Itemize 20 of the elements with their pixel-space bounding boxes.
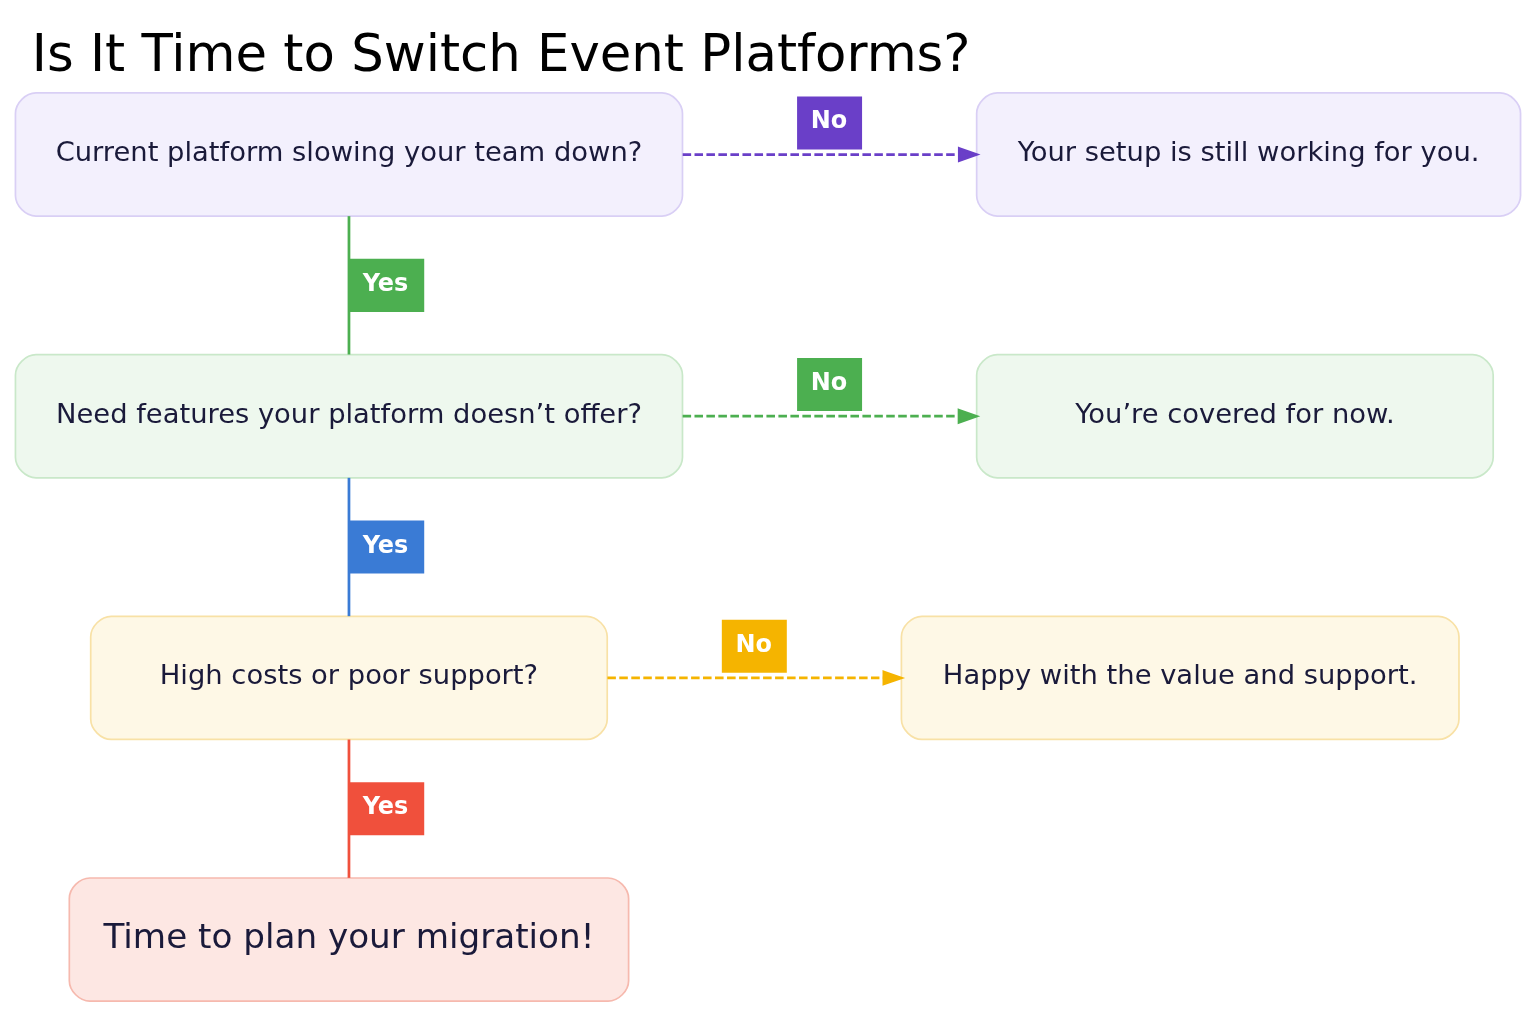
edge-label: Yes <box>362 268 409 297</box>
node-box: Happy with the value and support. <box>900 615 1460 741</box>
connector <box>347 739 351 878</box>
edge-label: No <box>810 106 848 135</box>
node-box: High costs or poor support? <box>89 615 609 741</box>
node-box: Time to plan your migration! <box>68 877 630 1002</box>
node-box: Your setup is still working for you. <box>975 92 1522 217</box>
node-box: You’re covered for now. <box>975 353 1495 479</box>
diagram-title: Is It Time to Switch Event Platforms? <box>31 22 971 83</box>
connector <box>347 477 351 617</box>
arrow <box>682 408 981 425</box>
node-box: Current platform slowing your team down? <box>14 92 684 217</box>
node-box: Need features your platform doesn’t offer? <box>14 353 684 479</box>
arrow <box>682 146 981 163</box>
connector <box>347 216 351 355</box>
edge-label: No <box>735 629 772 658</box>
edge-label: No <box>810 368 848 397</box>
edge-label: Yes <box>362 792 409 821</box>
arrow <box>607 670 906 686</box>
edge-label: Yes <box>362 530 409 559</box>
